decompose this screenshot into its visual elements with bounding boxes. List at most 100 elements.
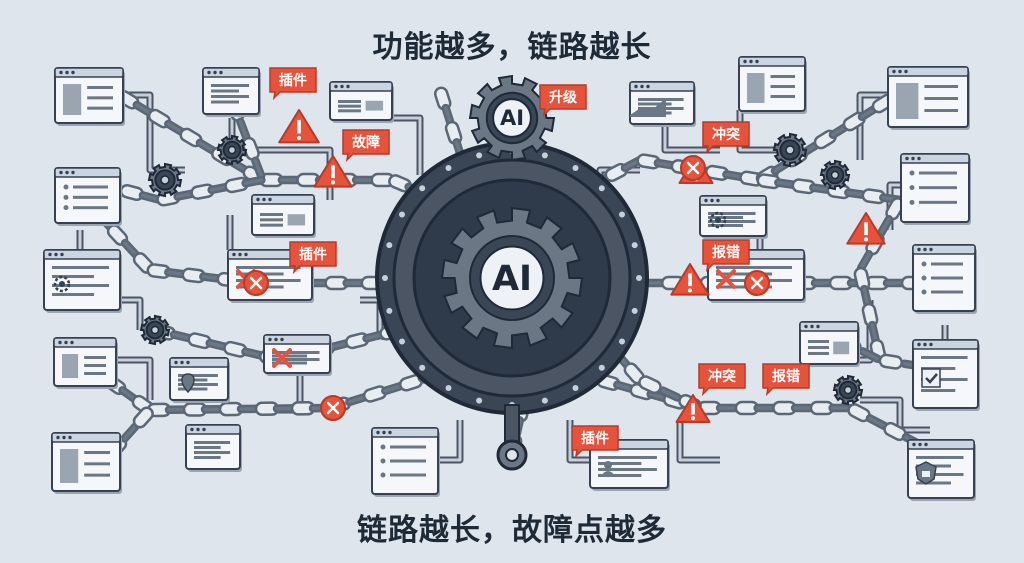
window-dot (743, 59, 747, 64)
window-text-line (194, 441, 231, 444)
hub-rivet (636, 275, 642, 281)
window-titlebar (629, 81, 695, 92)
chain (146, 400, 334, 418)
callout-tag-label: 插件 (279, 72, 307, 89)
window-text-line (924, 85, 958, 88)
gear-icon (53, 275, 71, 293)
window-text-line (708, 224, 743, 227)
hub-rivet (386, 307, 393, 314)
window-text-line (921, 378, 968, 381)
window-dot (918, 442, 922, 447)
window-dot (755, 59, 759, 64)
window-dot (213, 70, 217, 75)
error-marker-icon (243, 270, 269, 296)
window-dot (912, 442, 916, 447)
window-titlebar (699, 195, 767, 206)
window-text-line (598, 462, 642, 465)
window-dot (346, 84, 350, 89)
window-text-line (808, 352, 829, 355)
window-text-line (919, 200, 957, 204)
window-text-line (390, 473, 426, 477)
callout-tag: 冲突 (702, 121, 750, 155)
window-dot (710, 198, 714, 203)
app-window (263, 334, 332, 376)
hub-rivet (445, 165, 452, 172)
gear-icon (772, 132, 808, 168)
window-text-line (178, 374, 218, 377)
window-titlebar (329, 81, 393, 92)
window-dot (376, 430, 380, 435)
window-titlebar (371, 427, 439, 438)
hub-rivet (541, 152, 548, 159)
window-bullet (63, 205, 69, 211)
window-dot (280, 337, 284, 342)
window-dot (71, 170, 75, 175)
app-window (799, 321, 860, 367)
window-text-line (924, 109, 958, 112)
window-dot (923, 247, 927, 252)
callout-tag-label: 插件 (299, 246, 327, 263)
window-dot (340, 84, 344, 89)
app-window (251, 194, 316, 238)
connector-pipe (676, 420, 720, 464)
callout-tag-label: 故障 (352, 134, 380, 151)
app-window (43, 249, 122, 313)
callout-tag: 插件 (289, 241, 337, 275)
window-dot (904, 69, 908, 74)
window-dot (917, 247, 921, 252)
connector-pipe-highlight (860, 398, 930, 432)
window-dot (68, 435, 72, 440)
hub-rivet (598, 364, 605, 371)
callout-tag-label: 报错 (772, 368, 800, 385)
window-text-line (52, 284, 109, 287)
window-text-line (916, 481, 951, 485)
close-x-icon (716, 269, 736, 289)
chain-link (132, 406, 154, 429)
window-dot (923, 342, 927, 347)
window-titlebar (54, 67, 124, 78)
app-window (202, 67, 261, 117)
app-window (371, 427, 440, 497)
error-marker-icon (744, 270, 770, 296)
gear-icon (819, 159, 851, 191)
window-dot (810, 324, 814, 329)
hub-rivet (476, 152, 483, 159)
window-text-line (84, 364, 106, 367)
window-bullet (909, 185, 915, 191)
app-window (887, 66, 970, 130)
window-titlebar (907, 439, 975, 450)
window-text-line (708, 212, 756, 215)
window-image (63, 84, 82, 115)
window-text-line (260, 213, 283, 216)
window-text-line (916, 456, 964, 459)
window-dot (56, 435, 60, 440)
connector-pipe-highlight (678, 420, 720, 462)
pendant-rod (504, 404, 520, 446)
window-titlebar (43, 249, 121, 260)
gear-icon (709, 211, 727, 229)
window-dot (186, 360, 190, 365)
window-dot (70, 340, 74, 345)
window-text-line (338, 109, 361, 113)
window-dot (929, 342, 933, 347)
window-titlebar (251, 194, 315, 205)
window-titlebar (202, 67, 260, 78)
window-bullet (63, 194, 69, 200)
pendant-hole (505, 448, 519, 462)
app-window (699, 195, 768, 239)
hub-ai-label: AI (492, 259, 532, 299)
chain-link (878, 353, 904, 370)
checkmark-icon (925, 373, 938, 384)
window-dot (382, 430, 386, 435)
window-dot (202, 427, 206, 432)
callout-tag-label: 冲突 (712, 126, 740, 143)
warning-icon (675, 394, 711, 423)
hub-rivet (382, 275, 388, 281)
window-text-line (598, 456, 657, 459)
window-dot (646, 84, 650, 89)
window-text-line (921, 356, 968, 359)
window-bullet (921, 289, 927, 295)
app-window (54, 167, 122, 226)
